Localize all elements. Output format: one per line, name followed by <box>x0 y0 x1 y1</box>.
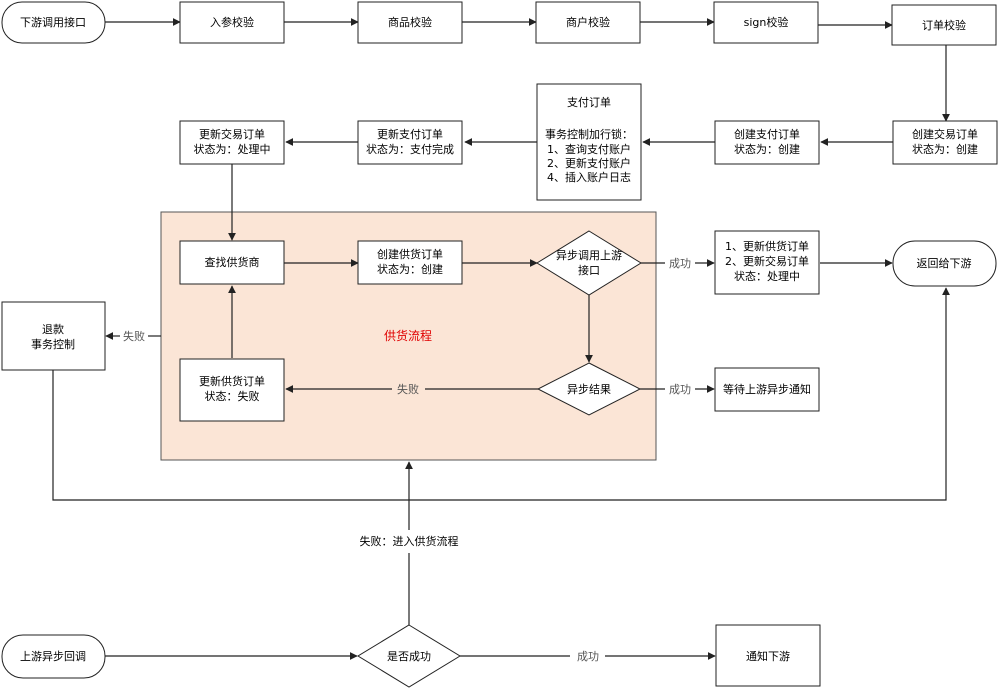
svg-text:支付订单: 支付订单 <box>567 96 611 109</box>
svg-text:4、插入账户日志: 4、插入账户日志 <box>547 170 631 184</box>
svg-text:事务控制: 事务控制 <box>31 337 75 351</box>
node-update-trade-order-processing: 更新交易订单 状态为：处理中 <box>179 120 285 165</box>
svg-text:2、更新支付账户: 2、更新支付账户 <box>547 156 631 170</box>
label-success-decision: 成功 <box>577 650 599 663</box>
svg-text:更新交易订单: 更新交易订单 <box>199 127 265 141</box>
node-wait-upstream-notify: 等待上游异步通知 <box>714 367 820 412</box>
node-goods-check: 商品校验 <box>357 1 463 44</box>
node-success-update: 1、更新供货订单 2、更新交易订单 状态：处理中 <box>714 230 820 295</box>
svg-text:是否成功: 是否成功 <box>387 650 431 663</box>
svg-text:sign校验: sign校验 <box>744 15 789 29</box>
node-merchant-check: 商户校验 <box>535 1 641 44</box>
svg-text:创建供货订单: 创建供货订单 <box>377 247 443 261</box>
svg-text:下游调用接口: 下游调用接口 <box>20 16 86 29</box>
svg-text:入参校验: 入参校验 <box>210 15 254 29</box>
node-notify-downstream: 通知下游 <box>715 624 821 687</box>
svg-text:查找供货商: 查找供货商 <box>205 255 260 269</box>
node-find-supplier: 查找供货商 <box>179 240 285 285</box>
node-async-call-upstream: 异步调用上游 接口 <box>536 230 642 296</box>
node-return-downstream: 返回给下游 <box>892 240 997 287</box>
node-order-check: 订单校验 <box>891 4 997 46</box>
node-async-result: 异步结果 <box>536 362 642 416</box>
svg-text:1、查询支付账户: 1、查询支付账户 <box>547 142 631 156</box>
svg-text:异步调用上游: 异步调用上游 <box>556 249 622 262</box>
svg-text:通知下游: 通知下游 <box>746 649 790 663</box>
svg-text:创建交易订单: 创建交易订单 <box>912 127 978 141</box>
edge-refund-to-return <box>52 287 950 501</box>
svg-text:等待上游异步通知: 等待上游异步通知 <box>723 382 811 396</box>
svg-text:状态为：处理中: 状态为：处理中 <box>194 142 271 156</box>
svg-text:状态为：创建: 状态为：创建 <box>377 262 443 276</box>
svg-text:异步结果: 异步结果 <box>567 383 611 396</box>
supply-flow-title: 供货流程 <box>384 328 432 343</box>
svg-text:订单校验: 订单校验 <box>922 18 966 32</box>
label-fail-region: 失败 <box>123 329 145 343</box>
svg-text:1、更新供货订单: 1、更新供货订单 <box>725 239 809 253</box>
node-refund: 退款 事务控制 <box>1 301 106 371</box>
edges <box>52 18 950 660</box>
svg-text:状态：失败: 状态：失败 <box>205 389 260 403</box>
label-success-async: 成功 <box>669 257 691 270</box>
svg-text:2、更新交易订单: 2、更新交易订单 <box>725 254 809 268</box>
node-pay-order: 支付订单 事务控制加行锁： 1、查询支付账户 2、更新支付账户 4、插入账户日志 <box>536 83 642 201</box>
svg-text:事务控制加行锁：: 事务控制加行锁： <box>545 127 633 141</box>
node-param-check: 入参校验 <box>179 1 285 44</box>
node-update-supply-order-failed: 更新供货订单 状态：失败 <box>179 358 285 422</box>
svg-text:退款: 退款 <box>42 322 64 336</box>
svg-text:上游异步回调: 上游异步回调 <box>20 650 86 663</box>
svg-text:状态为：创建: 状态为：创建 <box>912 142 978 156</box>
svg-text:状态为：创建: 状态为：创建 <box>734 142 800 156</box>
svg-text:返回给下游: 返回给下游 <box>917 257 972 270</box>
node-update-pay-order: 更新支付订单 状态为：支付完成 <box>357 120 463 165</box>
svg-text:更新供货订单: 更新供货订单 <box>199 374 265 388</box>
label-fail-result: 失败 <box>397 382 419 396</box>
label-fail-enter-supply: 失败：进入供货流程 <box>360 534 459 548</box>
node-downstream-call: 下游调用接口 <box>1 1 106 44</box>
node-create-trade-order: 创建交易订单 状态为：创建 <box>892 120 998 165</box>
label-success-result: 成功 <box>669 383 691 396</box>
svg-text:商户校验: 商户校验 <box>566 15 610 29</box>
svg-text:状态：处理中: 状态：处理中 <box>734 269 800 283</box>
node-create-supply-order: 创建供货订单 状态为：创建 <box>357 240 463 285</box>
node-sign-check: sign校验 <box>713 1 819 44</box>
svg-text:更新支付订单: 更新支付订单 <box>377 127 443 141</box>
svg-text:创建支付订单: 创建支付订单 <box>734 127 800 141</box>
node-create-pay-order: 创建支付订单 状态为：创建 <box>714 120 820 165</box>
svg-text:商品校验: 商品校验 <box>388 15 432 29</box>
node-upstream-callback: 上游异步回调 <box>1 634 106 679</box>
svg-text:接口: 接口 <box>578 264 600 277</box>
svg-text:状态为：支付完成: 状态为：支付完成 <box>366 142 454 156</box>
node-is-success: 是否成功 <box>357 624 461 688</box>
